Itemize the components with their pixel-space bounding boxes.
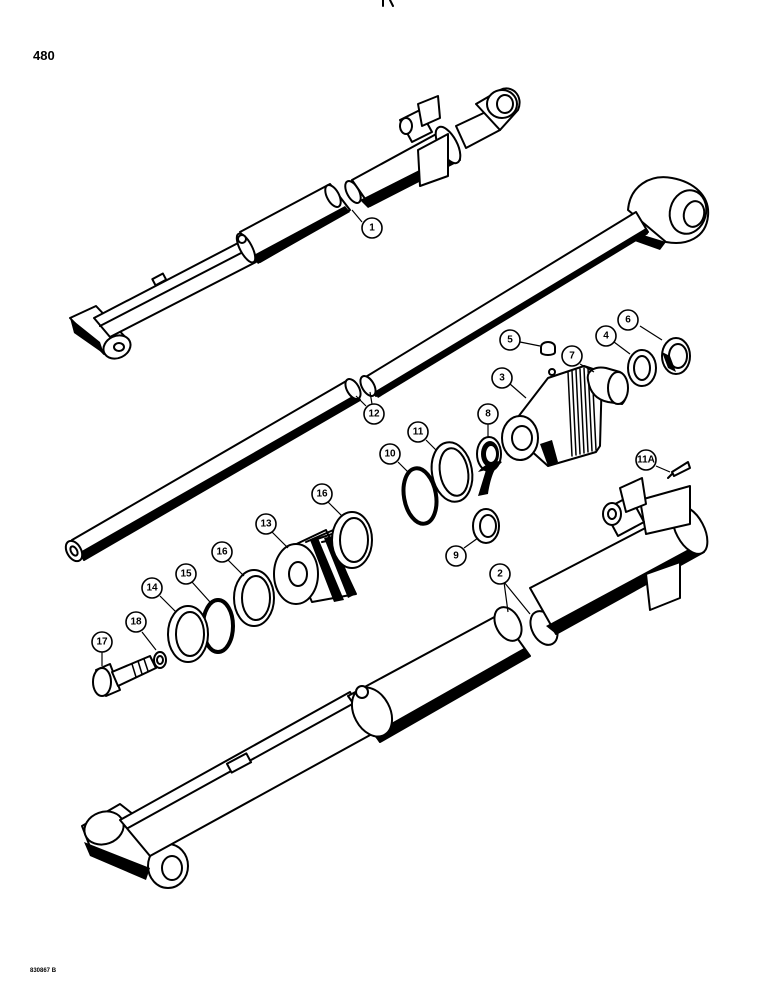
reference-code: 830867 B bbox=[30, 968, 57, 974]
backup-ring-11 bbox=[430, 441, 474, 503]
piston-rod bbox=[64, 176, 710, 563]
svg-text:5: 5 bbox=[507, 335, 513, 346]
svg-text:13: 13 bbox=[260, 519, 272, 530]
grease-fitting-11a bbox=[667, 461, 691, 479]
svg-text:14: 14 bbox=[146, 583, 158, 594]
svg-text:9: 9 bbox=[453, 551, 459, 562]
svg-text:6: 6 bbox=[625, 315, 631, 326]
svg-text:3: 3 bbox=[499, 373, 505, 384]
svg-text:11: 11 bbox=[413, 427, 424, 438]
bolt-17 bbox=[92, 655, 157, 697]
callout-2: 2 bbox=[489, 563, 531, 615]
svg-text:2: 2 bbox=[497, 569, 503, 580]
assembly-arrow bbox=[478, 461, 502, 496]
svg-text:1: 1 bbox=[369, 223, 375, 234]
callout-1: 1 bbox=[351, 209, 383, 239]
callout-12: 12 bbox=[355, 391, 385, 425]
page-number: 480 bbox=[33, 48, 55, 63]
callout-7: 7 bbox=[561, 345, 595, 373]
callout-11a: 11A bbox=[635, 449, 671, 473]
lower-cylinder-barrel bbox=[81, 477, 709, 889]
piston-seal-16-left bbox=[233, 569, 275, 627]
callout-16-left: 16 bbox=[211, 541, 245, 577]
callout-14: 14 bbox=[141, 577, 177, 613]
callout-18: 18 bbox=[125, 611, 157, 651]
callout-13: 13 bbox=[255, 513, 289, 549]
o-ring-10 bbox=[401, 466, 439, 526]
callout-15: 15 bbox=[175, 563, 211, 603]
callout-4: 4 bbox=[595, 325, 631, 355]
svg-text:11A: 11A bbox=[637, 455, 655, 466]
svg-text:12: 12 bbox=[368, 409, 380, 420]
callout-11: 11 bbox=[407, 421, 437, 451]
svg-text:15: 15 bbox=[180, 569, 192, 580]
svg-text:16: 16 bbox=[216, 547, 228, 558]
callout-10: 10 bbox=[379, 443, 411, 475]
svg-text:16: 16 bbox=[316, 489, 328, 500]
callout-17: 17 bbox=[91, 631, 113, 666]
gland-small-parts bbox=[540, 337, 691, 405]
piston-13 bbox=[273, 527, 357, 605]
cylinder-head-gland bbox=[501, 365, 603, 467]
piston-seal-16-right bbox=[331, 511, 373, 569]
backup-ring-9 bbox=[472, 508, 500, 544]
washer-18 bbox=[153, 651, 167, 669]
callout-5: 5 bbox=[499, 329, 541, 351]
svg-text:4: 4 bbox=[603, 331, 609, 342]
svg-text:18: 18 bbox=[130, 617, 142, 628]
callout-8: 8 bbox=[477, 403, 499, 438]
wear-ring-14 bbox=[167, 605, 209, 663]
svg-text:10: 10 bbox=[384, 449, 396, 460]
callout-9: 9 bbox=[445, 537, 479, 567]
upper-cylinder-assembly bbox=[69, 87, 521, 360]
callout-16-right: 16 bbox=[311, 483, 343, 517]
svg-text:17: 17 bbox=[96, 637, 108, 648]
svg-text:7: 7 bbox=[569, 351, 575, 362]
callout-3: 3 bbox=[491, 367, 527, 399]
callout-6: 6 bbox=[617, 309, 663, 341]
svg-text:8: 8 bbox=[485, 409, 491, 420]
header-fragment bbox=[382, 0, 394, 7]
